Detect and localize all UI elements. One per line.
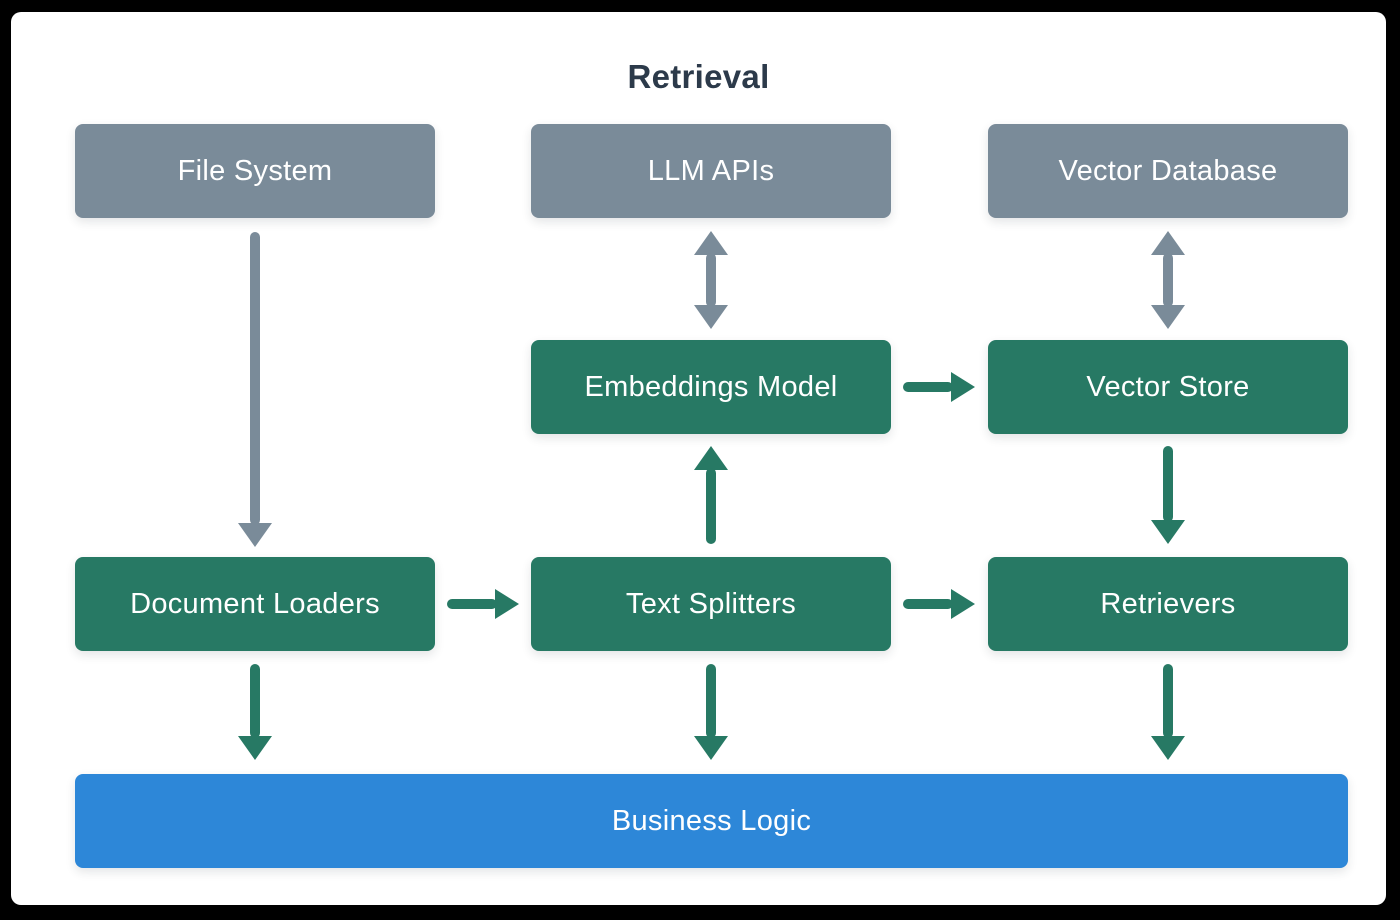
arrow-embeddings-model-to-vector-store-icon xyxy=(903,372,975,402)
arrow-text-splitters-to-embeddings-model-icon xyxy=(694,446,728,544)
node-document-loaders: Document Loaders xyxy=(75,557,435,651)
arrow-llm-apis-embeddings-model-bidirectional-icon xyxy=(694,231,728,329)
node-vector-store: Vector Store xyxy=(988,340,1348,434)
arrow-document-loaders-to-business-logic-icon xyxy=(238,664,272,760)
node-retrievers-label: Retrievers xyxy=(1100,587,1236,620)
node-llm-apis-label: LLM APIs xyxy=(647,154,775,187)
node-llm-apis: LLM APIs xyxy=(531,124,891,218)
node-embeddings-model: Embeddings Model xyxy=(531,340,891,434)
node-file-system: File System xyxy=(75,124,435,218)
node-retrievers: Retrievers xyxy=(988,557,1348,651)
arrow-vector-store-to-retrievers-icon xyxy=(1151,446,1185,544)
arrow-text-splitters-to-business-logic-icon xyxy=(694,664,728,760)
node-vector-store-label: Vector Store xyxy=(1086,370,1250,403)
node-business-logic: Business Logic xyxy=(75,774,1348,868)
node-text-splitters-label: Text Splitters xyxy=(625,587,797,620)
arrow-document-loaders-to-text-splitters-icon xyxy=(447,589,519,619)
diagram-card: Retrieval File System LLM APIs Vector Da… xyxy=(11,12,1386,905)
node-file-system-label: File System xyxy=(177,154,333,187)
node-vector-database: Vector Database xyxy=(988,124,1348,218)
node-vector-database-label: Vector Database xyxy=(1058,154,1278,187)
node-text-splitters: Text Splitters xyxy=(531,557,891,651)
diagram-title: Retrieval xyxy=(627,58,770,95)
arrow-text-splitters-to-retrievers-icon xyxy=(903,589,975,619)
arrow-vector-database-vector-store-bidirectional-icon xyxy=(1151,231,1185,329)
arrow-file-system-to-document-loaders-icon xyxy=(238,232,272,547)
node-business-logic-label: Business Logic xyxy=(611,804,812,837)
node-document-loaders-label: Document Loaders xyxy=(130,587,380,620)
arrow-retrievers-to-business-logic-icon xyxy=(1151,664,1185,760)
node-embeddings-model-label: Embeddings Model xyxy=(584,370,838,403)
